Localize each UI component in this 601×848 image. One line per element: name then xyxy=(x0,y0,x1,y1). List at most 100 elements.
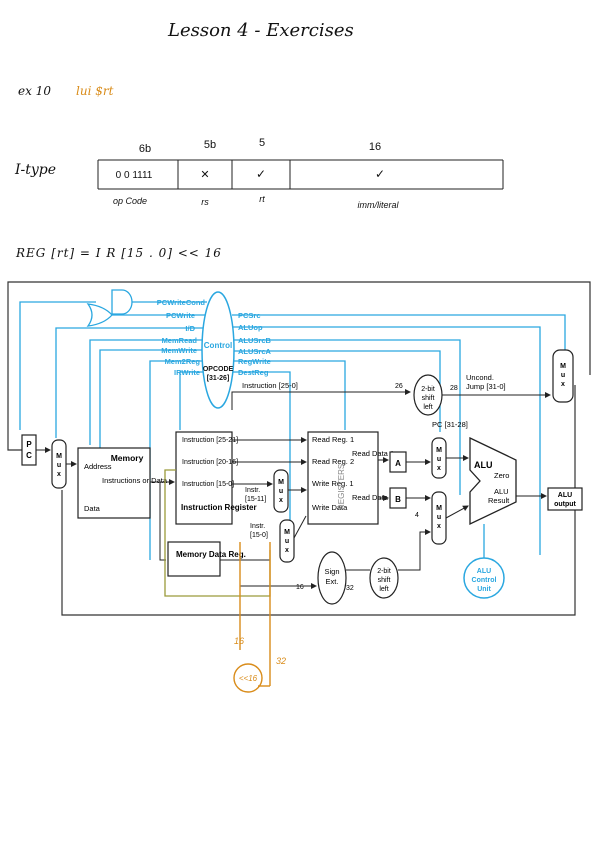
cell-opcode: 0 0 1111 xyxy=(116,170,153,181)
opcode-label: OPCODE xyxy=(203,366,234,373)
mdr-label: Memory Data Reg. xyxy=(176,550,246,559)
destreg-mux xyxy=(273,469,289,513)
memory-block xyxy=(77,447,151,519)
cell-rs: ✕ xyxy=(200,169,209,181)
signal-aluop: ALUop xyxy=(238,323,263,332)
signal-pcsrc: PCSrc xyxy=(238,311,261,320)
lui-annotation: 16 32 <<16 xyxy=(233,630,286,693)
annot-16: 16 xyxy=(234,636,244,646)
ir-title: Instruction Register xyxy=(181,503,257,512)
svg-text:output: output xyxy=(554,501,576,508)
alu-title: ALU xyxy=(474,460,493,470)
svg-text:left: left xyxy=(423,404,432,411)
svg-text:shift: shift xyxy=(422,395,435,402)
memory-title: Memory xyxy=(111,453,144,463)
memory-data: Data xyxy=(84,504,101,513)
svg-text:B: B xyxy=(395,495,401,504)
svg-text:ALU: ALU xyxy=(477,568,491,575)
svg-text:2-bit: 2-bit xyxy=(421,386,435,393)
svg-text:M: M xyxy=(560,363,566,370)
wire-16: 16 xyxy=(296,584,304,591)
control-label: Control xyxy=(204,341,232,350)
signal-alusrcb: ALUSrcB xyxy=(238,336,272,345)
signal-regwrite: RegWrite xyxy=(238,357,271,366)
wire-26: 26 xyxy=(395,383,403,390)
svg-text:shift: shift xyxy=(378,577,391,584)
reg-read1: Read Reg. 1 xyxy=(312,435,354,444)
svg-text:x: x xyxy=(561,381,565,388)
register-file xyxy=(307,431,379,525)
pc-label-p: P xyxy=(26,440,32,449)
reg-write-reg: Write Reg. 1 xyxy=(312,479,354,488)
reg-read-data2: Read Data 2 xyxy=(352,493,394,502)
signal-mem2reg: Mem2Reg xyxy=(165,357,201,366)
signal-alusrca: ALUSrcA xyxy=(238,347,272,356)
cell-imm: ✓ xyxy=(375,167,385,181)
exercise-instruction: lui $rt xyxy=(76,84,114,98)
wire-32: 32 xyxy=(346,585,354,592)
opcode-bits: [31-26] xyxy=(207,375,230,382)
instr-15-11-2: [15-11] xyxy=(245,496,266,503)
reg-write-data: Write Data xyxy=(312,503,348,512)
instruction-register xyxy=(175,431,233,525)
svg-text:M: M xyxy=(284,529,290,536)
svg-text:M: M xyxy=(436,505,442,512)
signal-pcwrite: PCWrite xyxy=(166,311,195,320)
alu-zero: Zero xyxy=(494,471,509,480)
svg-text:u: u xyxy=(279,488,283,495)
svg-text:Control: Control xyxy=(472,577,497,584)
svg-text:x: x xyxy=(437,465,441,472)
instr-25-0-label: Instruction [25-0] xyxy=(242,381,298,390)
field-rt: rt xyxy=(259,194,265,204)
svg-text:x: x xyxy=(285,547,289,554)
shift16-circle xyxy=(233,663,263,693)
sign-extend xyxy=(317,551,347,605)
page-title: Lesson 4 - Exercises xyxy=(168,20,354,41)
svg-text:Result: Result xyxy=(488,496,510,505)
svg-text:x: x xyxy=(279,497,283,504)
wire-28: 28 xyxy=(450,385,458,392)
signal-id: I/D xyxy=(185,324,195,333)
svg-text:u: u xyxy=(57,462,61,469)
signal-memwrite: MemWrite xyxy=(161,346,197,355)
bits-opcode: 6b xyxy=(139,143,151,155)
instr-15-11-1: Instr. xyxy=(245,487,260,494)
svg-text:ALU: ALU xyxy=(494,487,509,496)
annot-32: 32 xyxy=(276,656,286,666)
svg-text:left: left xyxy=(379,586,388,593)
alu xyxy=(469,436,517,526)
annot-shift16: <<16 xyxy=(239,674,258,683)
itype-label: I-type xyxy=(15,162,57,178)
instr-15-0-2: [15-0] xyxy=(250,532,268,539)
format-table: 6b 5b 5 16 0 0 1111 ✕ ✓ ✓ op Code rs rt … xyxy=(97,137,504,210)
multicycle-datapath: Control OPCODE [31-26] PCWriteCond PCWri… xyxy=(7,281,591,630)
bits-imm: 16 xyxy=(369,141,381,153)
memory-data-register xyxy=(167,541,221,577)
wire-4: 4 xyxy=(415,512,419,519)
svg-text:u: u xyxy=(561,372,565,379)
ir-field-25-21: Instruction [25-21] xyxy=(182,437,238,444)
instr-15-0-1: Instr. xyxy=(250,523,265,530)
svg-text:u: u xyxy=(285,538,289,545)
svg-text:A: A xyxy=(395,459,401,468)
shift-left-branch xyxy=(369,557,399,599)
signal-memread: MemRead xyxy=(162,336,198,345)
svg-text:M: M xyxy=(278,479,284,486)
ir-field-15-0: Instruction [15-0] xyxy=(182,481,234,488)
svg-text:Unit: Unit xyxy=(477,586,491,593)
registers-title: REGISTERS xyxy=(337,464,346,510)
bits-rs: 5b xyxy=(204,139,216,151)
cell-rt: ✓ xyxy=(256,167,266,181)
svg-text:Ext.: Ext. xyxy=(326,577,339,586)
reg-read2: Read Reg. 2 xyxy=(312,457,354,466)
register-equation: REG [rt] = I R [15 . 0] << 16 xyxy=(16,246,222,260)
svg-text:M: M xyxy=(56,453,62,460)
pcsrc-mux xyxy=(552,349,574,403)
svg-text:M: M xyxy=(436,447,442,454)
writedata-mux xyxy=(279,519,295,563)
signal-pcwritecond: PCWriteCond xyxy=(157,298,206,307)
field-opcode: op Code xyxy=(113,196,147,206)
reg-read-data1: Read Data 1 xyxy=(352,449,394,458)
svg-text:Sign: Sign xyxy=(324,567,339,576)
uncond-jump-2: Jump [31-0] xyxy=(466,382,506,391)
